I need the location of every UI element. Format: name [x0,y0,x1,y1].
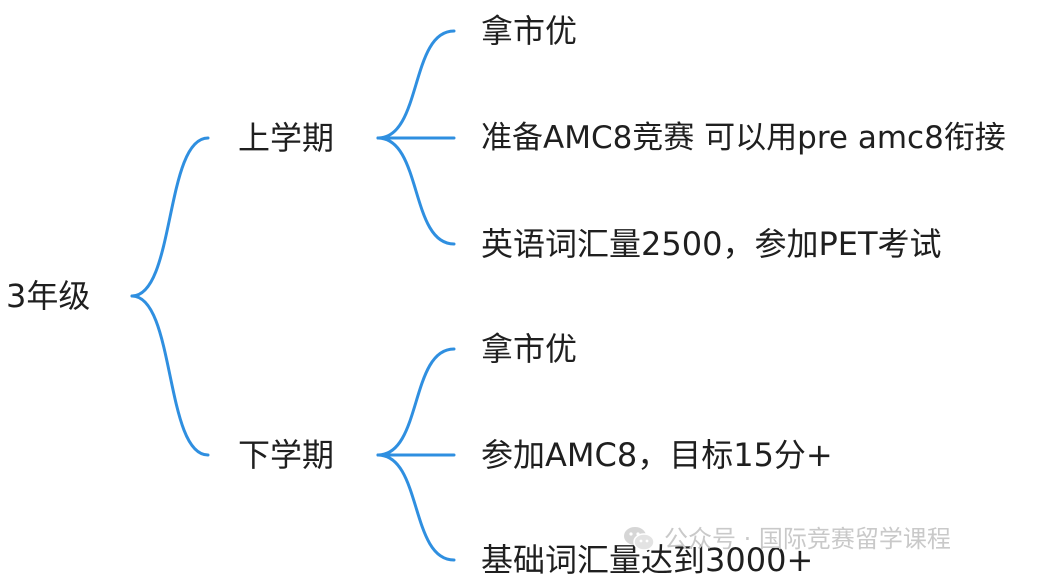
lower-term-item: 拿市优 [481,330,578,368]
lower-term-node: 下学期 [238,436,335,474]
root-to-upper-term-connector [130,136,210,298]
upper-term-item: 准备AMC8竞赛 可以用pre amc8衔接 [481,120,1006,156]
upper-term-to-item-1-connector [376,29,456,140]
lower-term-to-item-3-connector [376,453,456,562]
root-node: 3年级 [6,277,91,315]
wechat-icon [622,524,656,554]
watermark: 公众号 · 国际竞赛留学课程 [622,524,951,554]
lower-term-item: 参加AMC8，目标15分+ [481,436,833,474]
upper-term-node: 上学期 [238,119,335,157]
upper-term-item: 英语词汇量2500，参加PET考试 [481,225,942,263]
upper-term-item: 拿市优 [481,12,578,50]
watermark-text: 公众号 · 国际竞赛留学课程 [664,525,951,553]
root-to-lower-term-connector [130,294,210,457]
upper-term-to-item-3-connector [376,136,456,246]
lower-term-to-item-1-connector [376,347,456,457]
